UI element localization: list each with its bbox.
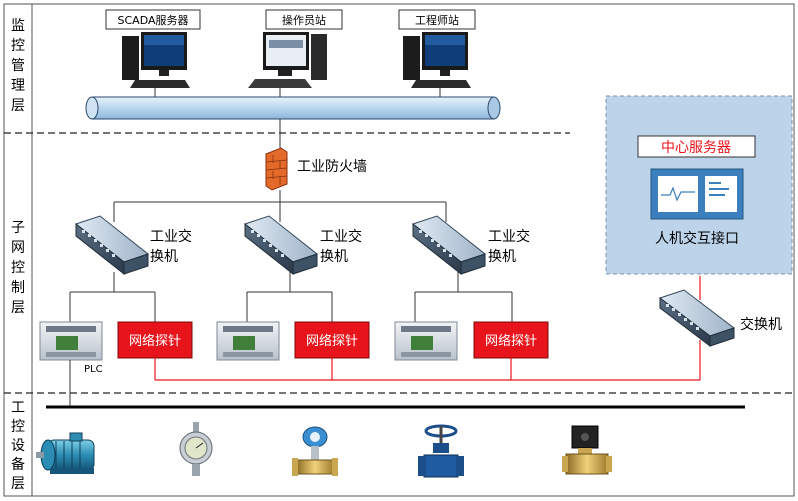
outer-frame bbox=[3, 3, 795, 497]
firewall-label: 工业防火墙 bbox=[297, 159, 367, 175]
station-label-engineer: 工程师站 bbox=[415, 13, 459, 27]
switch-label: 换机 bbox=[150, 248, 178, 265]
switch-label: 换机 bbox=[320, 248, 348, 265]
layer-label-device: 工 控 设 备 层 bbox=[11, 400, 25, 492]
switch2-label: 交换机 bbox=[740, 316, 782, 333]
scada-computer-icon bbox=[122, 32, 190, 88]
layer-char: 理 bbox=[11, 78, 25, 94]
station-label-scada: SCADA服务器 bbox=[118, 14, 189, 27]
layer-char: 设 bbox=[11, 438, 25, 454]
firewall-icon bbox=[265, 147, 288, 191]
station-label-box bbox=[105, 9, 201, 30]
flow-meter-icon bbox=[292, 426, 338, 476]
layer-char: 子 bbox=[11, 220, 25, 236]
plc-icon bbox=[39, 321, 103, 361]
network-probe-box bbox=[117, 321, 193, 359]
station-label-box bbox=[398, 9, 476, 30]
switch-label: 工业交 bbox=[320, 228, 362, 245]
network-probe-label: 网络探针 bbox=[129, 333, 181, 349]
station-label-operator: 操作员站 bbox=[282, 13, 326, 27]
probe-link-lines bbox=[154, 276, 701, 381]
plc-icon bbox=[216, 321, 280, 361]
center-server-title: 中心服务器 bbox=[661, 140, 731, 156]
network-probe-box bbox=[473, 321, 549, 359]
motor-icon bbox=[36, 432, 95, 474]
hmi-label: 人机交互接口 bbox=[655, 230, 739, 247]
layer-char: 控 bbox=[11, 38, 25, 54]
solenoid-valve-icon bbox=[562, 425, 612, 475]
layer-char: 制 bbox=[11, 280, 25, 296]
network-probe-box bbox=[294, 321, 370, 359]
center-server-title-box bbox=[637, 135, 756, 158]
switch-downlinks bbox=[69, 272, 513, 322]
layer-char: 控 bbox=[11, 419, 25, 435]
layer-char: 网 bbox=[11, 240, 25, 256]
gate-valve-icon bbox=[418, 424, 464, 478]
layer-label-monitor: 监 控 管 理 层 bbox=[11, 18, 25, 114]
station-label-box bbox=[265, 9, 343, 30]
switch-label: 换机 bbox=[488, 248, 516, 265]
layer-char: 层 bbox=[11, 98, 25, 114]
industrial-switch-icon bbox=[243, 215, 319, 276]
plc-icon bbox=[394, 321, 458, 361]
industrial-switch-icon bbox=[411, 215, 487, 276]
network-probe-label: 网络探针 bbox=[306, 333, 358, 349]
layer-char: 管 bbox=[11, 58, 25, 74]
switch-label: 工业交 bbox=[150, 228, 192, 245]
engineer-computer-icon bbox=[403, 32, 471, 88]
pressure-gauge-icon bbox=[179, 422, 213, 476]
switch-label: 工业交 bbox=[488, 228, 530, 245]
operator-computer-icon bbox=[248, 32, 327, 88]
network-probe-label: 网络探针 bbox=[485, 333, 537, 349]
layer-char: 层 bbox=[11, 476, 25, 492]
layer-char: 监 bbox=[11, 18, 25, 34]
layer-char: 层 bbox=[11, 300, 25, 316]
layer-label-subnet: 子 网 控 制 层 bbox=[11, 220, 25, 316]
layer-char: 备 bbox=[11, 456, 25, 473]
hmi-screen-icon bbox=[650, 168, 744, 220]
industrial-switch-icon bbox=[74, 215, 150, 276]
switch-icon bbox=[658, 289, 736, 348]
layer-char: 工 bbox=[11, 400, 25, 416]
plc-label: PLC bbox=[84, 364, 103, 375]
network-bus-pipe bbox=[85, 96, 501, 120]
layer-char: 控 bbox=[11, 260, 25, 276]
